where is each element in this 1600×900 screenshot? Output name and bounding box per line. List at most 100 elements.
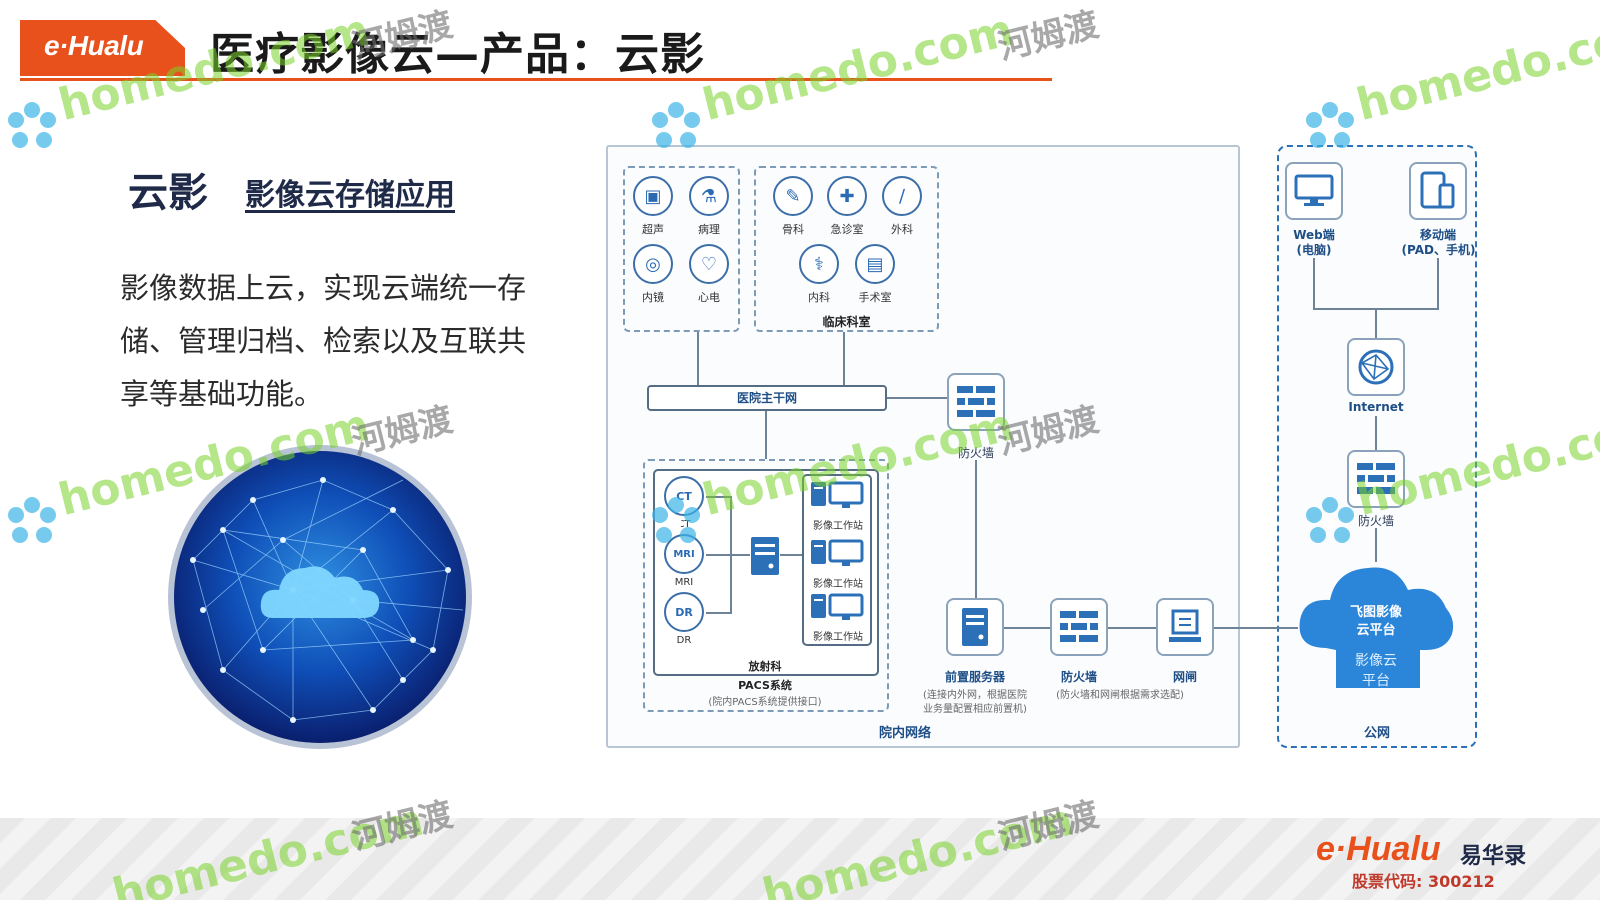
cloud-platform-label: 云平台 — [1356, 623, 1396, 638]
modality-label: DR — [676, 635, 692, 646]
front-server-note: 业务量配置相应前置机) — [923, 704, 1027, 715]
connector — [765, 411, 767, 459]
cloud-globe-image — [168, 445, 472, 749]
hospital-backbone-network: 医院主干网 — [647, 385, 887, 411]
watermark-flower-icon — [8, 102, 56, 148]
connector — [887, 397, 947, 399]
watermark: 河姆渡 — [994, 4, 1103, 69]
cloud-platform-label: 平台 — [1362, 673, 1390, 689]
firewall-icon — [1347, 450, 1405, 508]
dept-label: 外科 — [891, 223, 913, 236]
connector — [1437, 258, 1439, 308]
cloud-platform-label: 飞图影像 — [1349, 605, 1402, 620]
bone-icon: ✎ — [773, 176, 813, 216]
watermark-flower-icon — [8, 497, 56, 543]
connector — [706, 496, 730, 498]
connector — [975, 460, 977, 598]
front-server-icon — [946, 598, 1004, 656]
product-subtitle: 影像云存储应用 — [245, 178, 455, 213]
firewall-icon — [1050, 598, 1108, 656]
web-client-icon — [1285, 162, 1343, 220]
firewall-gateway-note: (防火墙和网闸根据需求选配) — [1056, 690, 1184, 701]
connector — [1313, 258, 1315, 308]
connector — [1375, 416, 1377, 450]
public-network-label: 公网 — [1363, 726, 1390, 741]
page-title: 医疗影像云—产品：云影 — [210, 29, 705, 80]
dr-scanner-icon: DR — [664, 592, 704, 632]
workstation-label: 影像工作站 — [813, 632, 863, 643]
clinical-dept-group — [754, 166, 939, 332]
internet-globe-icon — [1347, 338, 1405, 396]
connector — [1375, 308, 1377, 338]
watermark: homedo.com — [697, 4, 1019, 132]
connector — [1214, 627, 1298, 629]
watermark: homedo.com — [1351, 4, 1600, 132]
footer-band — [0, 818, 1600, 900]
title-divider — [20, 78, 1052, 81]
firewall-label: 防火墙 — [957, 446, 994, 460]
gateway-label: 网闸 — [1172, 670, 1197, 684]
workstation-icon — [811, 539, 864, 566]
pathology-icon: ⚗ — [689, 176, 729, 216]
front-server-note: (连接内外网，根据医院 — [923, 690, 1027, 701]
stock-code: 股票代码: 300212 — [1352, 872, 1495, 891]
internet-label: Internet — [1348, 400, 1404, 414]
modality-label: CT — [677, 519, 691, 530]
product-name: 云影 — [128, 170, 208, 216]
firewall-label: 防火墙 — [1357, 514, 1394, 528]
ultrasound-icon: ▣ — [633, 176, 673, 216]
pacs-note: (院内PACS系统提供接口) — [708, 697, 822, 708]
connector — [706, 554, 750, 556]
product-description: 影像数据上云，实现云端统一存储、管理归档、检索以及互联共享等基础功能。 — [120, 271, 527, 411]
connector — [843, 332, 845, 385]
intranet-label: 院内网络 — [878, 726, 931, 741]
watermark-flower-icon — [652, 497, 700, 543]
emergency-icon: ✚ — [827, 176, 867, 216]
modality-label: MRI — [674, 577, 694, 588]
radiology-label: 放射科 — [748, 660, 782, 673]
watermark-flower-icon — [1306, 102, 1354, 148]
web-client-label: Web端 — [1293, 228, 1335, 242]
pacs-group — [643, 459, 889, 712]
connector — [780, 554, 802, 556]
logo-banner — [20, 20, 185, 76]
surgery-room-icon: ▤ — [855, 244, 895, 284]
dept-label: 病理 — [698, 223, 720, 236]
imaging-dept-group — [623, 166, 740, 332]
pacs-title: PACS系统 — [738, 679, 792, 692]
dept-label: 心电 — [698, 291, 720, 304]
ecg-heart-icon: ♡ — [689, 244, 729, 284]
mobile-client-label: 移动端 — [1419, 228, 1456, 242]
endoscope-icon: ◎ — [633, 244, 673, 284]
clinical-group-title: 临床科室 — [822, 315, 871, 329]
dept-label: 骨科 — [782, 223, 804, 236]
pacs-server-icon — [751, 537, 779, 575]
dept-label: 内科 — [808, 291, 830, 304]
footer-logo: e·Hualu — [1316, 830, 1441, 868]
scalpel-icon: ∕ — [882, 176, 922, 216]
firewall-icon — [947, 373, 1005, 431]
firewall-label: 防火墙 — [1060, 670, 1097, 684]
dept-label: 内镜 — [642, 291, 664, 304]
front-server-label: 前置服务器 — [944, 670, 1005, 684]
connector — [1004, 627, 1050, 629]
logo-text: e·Hualu — [44, 30, 144, 61]
connector — [1108, 627, 1156, 629]
mobile-client-sub: (PAD、手机) — [1401, 243, 1476, 257]
connector — [1375, 528, 1377, 562]
workstation-label: 影像工作站 — [813, 579, 863, 590]
watermark-flower-icon — [652, 102, 700, 148]
dept-label: 超声 — [642, 223, 664, 236]
workstation-icon — [811, 481, 864, 508]
stethoscope-icon: ⚕ — [799, 244, 839, 284]
web-client-sub: (电脑) — [1296, 243, 1332, 257]
footer-logo-cn: 易华录 — [1460, 844, 1527, 869]
mobile-client-icon — [1409, 162, 1467, 220]
connector — [706, 612, 730, 614]
watermark-flower-icon — [1306, 497, 1354, 543]
cloud-platform-label: 影像云 — [1355, 653, 1397, 669]
dept-label: 急诊室 — [830, 223, 864, 236]
cloud-platform-icon — [1299, 567, 1454, 688]
workstation-label: 影像工作站 — [813, 521, 863, 532]
gateway-icon — [1156, 598, 1214, 656]
